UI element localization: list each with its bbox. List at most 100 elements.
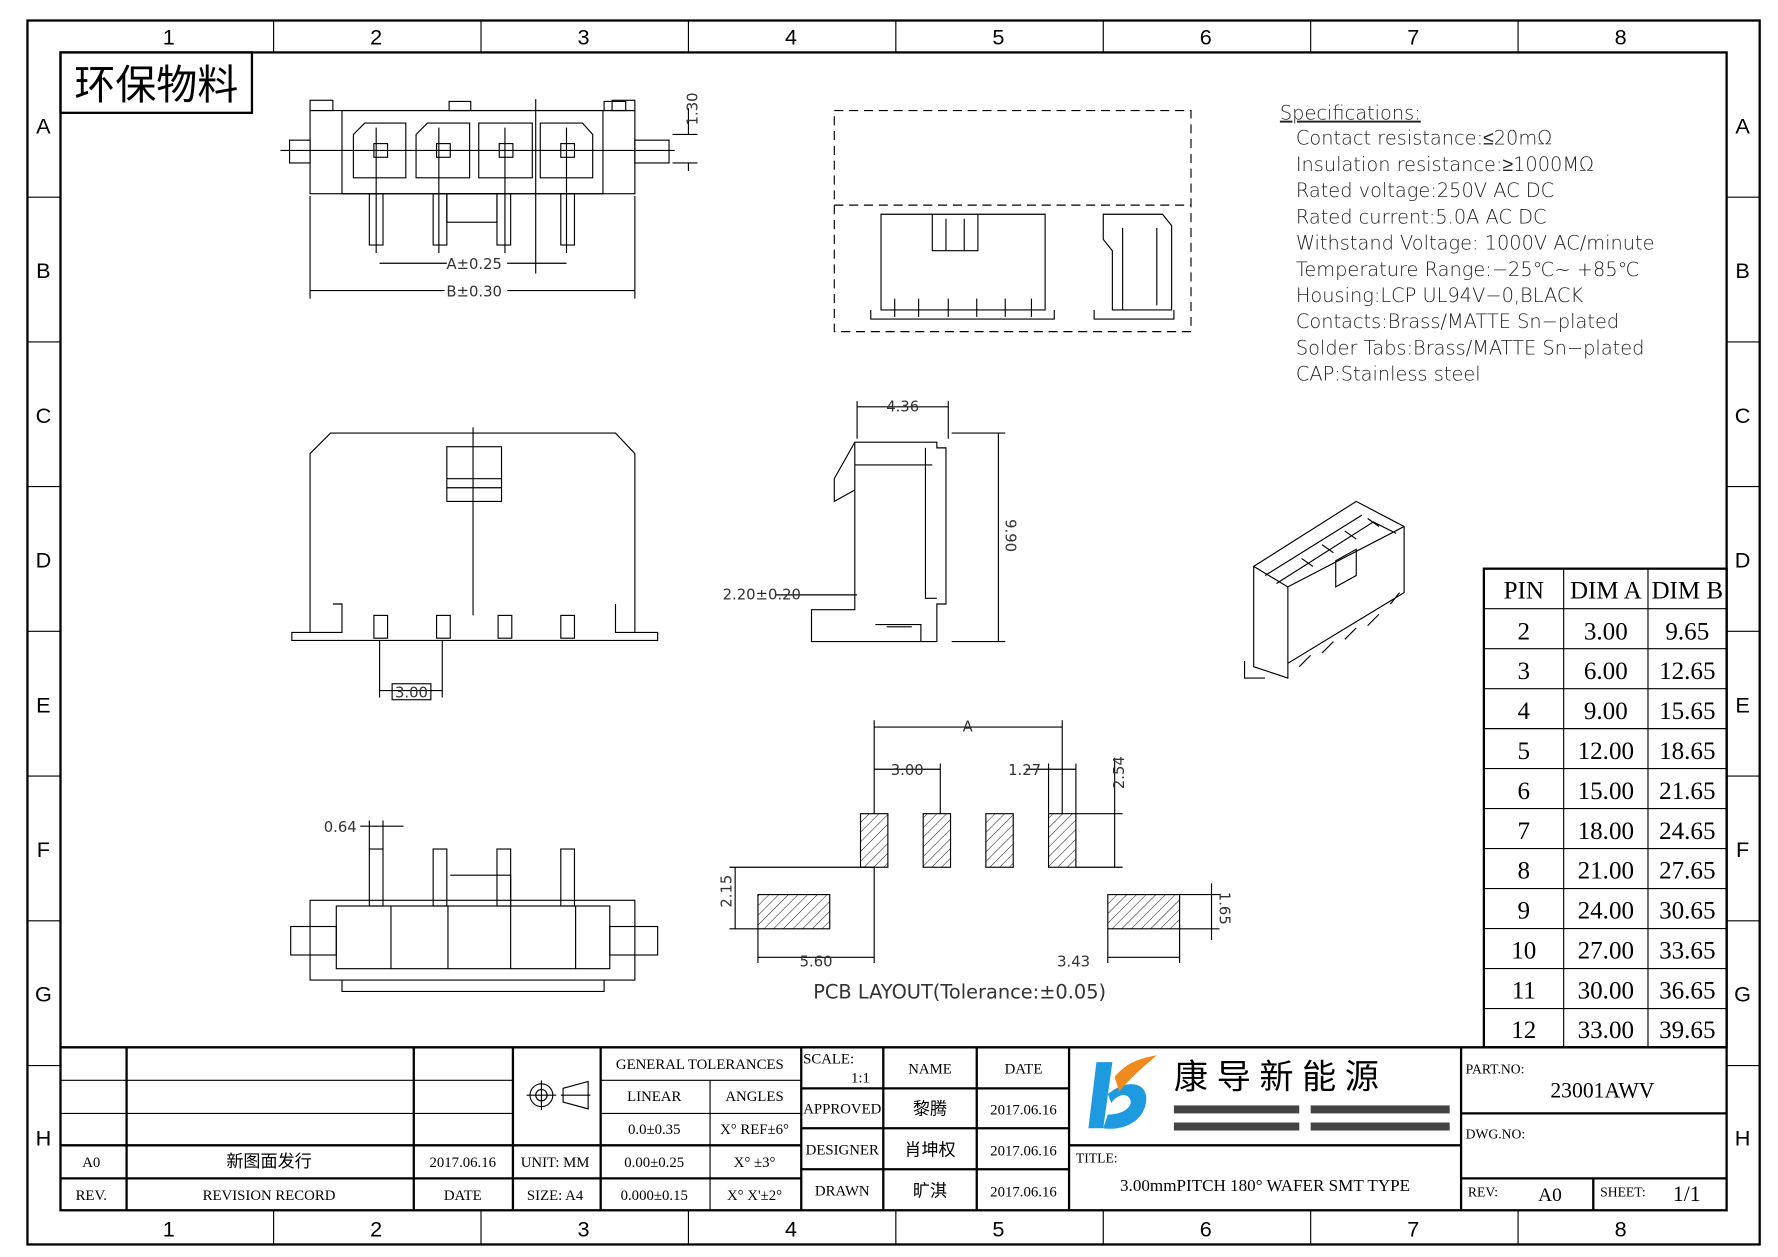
size: SIZE: A4: [527, 1188, 584, 1204]
table-cell: 15.00: [1578, 778, 1634, 805]
column-label: 2: [370, 24, 382, 49]
revision-rev: A0: [82, 1155, 100, 1171]
dim-top-height: 1.30: [685, 92, 702, 125]
column-label: 3: [578, 1216, 590, 1241]
table-cell: 2: [1518, 618, 1531, 645]
record-column-label: REVISION RECORD: [203, 1188, 336, 1204]
linear-tolerance: 0.000±0.15: [621, 1188, 688, 1204]
spec-line: CAP:Stainless steel: [1296, 363, 1481, 386]
row-label: A: [36, 113, 51, 138]
isometric-view-drawing: [1243, 500, 1405, 679]
spec-line: Solder Tabs:Brass/MATTE Sn−plated: [1296, 336, 1645, 359]
column-label: 4: [785, 24, 797, 49]
front-view-drawing: [291, 427, 659, 701]
signoff-date: 2017.06.16: [990, 1103, 1057, 1119]
date-column-label: DATE: [444, 1188, 482, 1204]
column-label: 4: [785, 1216, 797, 1241]
dim-pcb-left: 5.60: [800, 953, 833, 970]
dim-pcb-right: 3.43: [1057, 953, 1090, 970]
table-header: DIM A: [1570, 577, 1642, 604]
signoff-role: DESIGNER: [806, 1142, 879, 1158]
table-cell: 36.65: [1659, 977, 1715, 1004]
row-label: B: [1735, 258, 1749, 283]
table-cell: 9.00: [1584, 698, 1628, 725]
row-label: H: [1735, 1125, 1751, 1150]
specifications-heading: Specifications:: [1280, 102, 1421, 125]
table-cell: 27.65: [1659, 858, 1715, 885]
tolerances-heading: GENERAL TOLERANCES: [616, 1057, 784, 1073]
unit: UNIT: MM: [521, 1155, 590, 1171]
angles-label: ANGLES: [725, 1089, 783, 1105]
row-label: G: [1734, 982, 1751, 1007]
dim-pcb-pad-length: 2.54: [1111, 756, 1128, 789]
dim-side-height: 9.90: [1001, 519, 1018, 552]
company-name: 康 导 新 能 源: [1174, 1058, 1379, 1096]
row-label: B: [36, 258, 50, 283]
dim-bottom-pin-width: 0.64: [324, 819, 357, 836]
table-cell: 9: [1518, 898, 1531, 925]
column-label: 7: [1407, 24, 1419, 49]
part-no-label: PART.NO:: [1466, 1062, 1525, 1077]
table-cell: 21.00: [1578, 858, 1634, 885]
row-label: D: [36, 548, 52, 573]
name-column-label: NAME: [908, 1062, 952, 1078]
dim-top-a: A±0.25: [446, 256, 501, 273]
table-cell: 12.65: [1659, 658, 1715, 685]
table-cell: 39.65: [1659, 1017, 1715, 1044]
table-cell: 8: [1518, 858, 1531, 885]
bottom-view-drawing: [290, 820, 659, 993]
table-cell: 33.00: [1578, 1017, 1634, 1044]
column-label: 6: [1200, 1216, 1212, 1241]
column-label: 5: [992, 24, 1004, 49]
dim-pcb-pitch: 3.00: [891, 762, 924, 779]
table-cell: 15.65: [1659, 698, 1715, 725]
table-cell: 24.00: [1578, 898, 1634, 925]
dim-top-b: B±0.30: [446, 283, 502, 300]
signoff-name: 肖坤权: [904, 1141, 955, 1160]
table-cell: 6: [1518, 778, 1531, 805]
sheet-value: 1/1: [1673, 1182, 1701, 1206]
dwg-no-label: DWG.NO:: [1466, 1126, 1526, 1141]
linear-tolerance: 0.00±0.25: [624, 1155, 684, 1171]
row-label: F: [37, 837, 50, 862]
row-label: A: [1735, 113, 1750, 138]
signoff-date: 2017.06.16: [990, 1144, 1057, 1160]
column-label: 1: [163, 24, 175, 49]
spec-line: Insulation resistance:≥1000MΩ: [1296, 153, 1594, 176]
rev-column-label: REV.: [76, 1188, 107, 1204]
table-cell: 27.00: [1578, 937, 1634, 964]
angle-tolerance: X° ±3°: [734, 1155, 776, 1171]
column-label: 3: [578, 24, 590, 49]
projection-symbol-icon: [526, 1080, 591, 1110]
table-cell: 3.00: [1584, 618, 1628, 645]
table-cell: 10: [1511, 937, 1536, 964]
column-label: 1: [163, 1216, 175, 1241]
title-block: A0 新图面发行 2017.06.16 REV. REVISION RECORD…: [60, 1046, 1727, 1211]
table-cell: 30.65: [1659, 898, 1715, 925]
row-label: E: [1735, 692, 1749, 717]
angle-tolerance: X° X'±2°: [727, 1188, 782, 1204]
table-cell: 3: [1518, 658, 1531, 685]
signoff-role: APPROVED: [803, 1101, 881, 1117]
table-cell: 18.00: [1578, 818, 1634, 845]
pcb-layout-drawing: [729, 720, 1220, 963]
table-cell: 30.00: [1578, 977, 1634, 1004]
date-column-label: DATE: [1005, 1062, 1043, 1078]
row-label: E: [36, 692, 50, 717]
signoff-name: 黎腾: [913, 1100, 947, 1119]
side-view-drawing: [775, 401, 1006, 643]
angle-tolerance: X° REF±6°: [720, 1122, 789, 1138]
table-cell: 7: [1518, 818, 1531, 845]
dim-side-offset: 2.20±0.20: [723, 586, 801, 603]
scale-label: SCALE:: [803, 1051, 854, 1067]
table-cell: 18.65: [1659, 738, 1715, 765]
spec-line: Rated current:5.0A AC DC: [1296, 205, 1547, 228]
row-label: F: [1736, 837, 1749, 862]
column-label: 8: [1615, 1216, 1627, 1241]
title-label: TITLE:: [1076, 1150, 1118, 1165]
rev-value: A0: [1538, 1185, 1562, 1206]
top-view-drawing: [280, 99, 698, 299]
column-label: 7: [1407, 1216, 1419, 1241]
linear-label: LINEAR: [627, 1089, 681, 1105]
